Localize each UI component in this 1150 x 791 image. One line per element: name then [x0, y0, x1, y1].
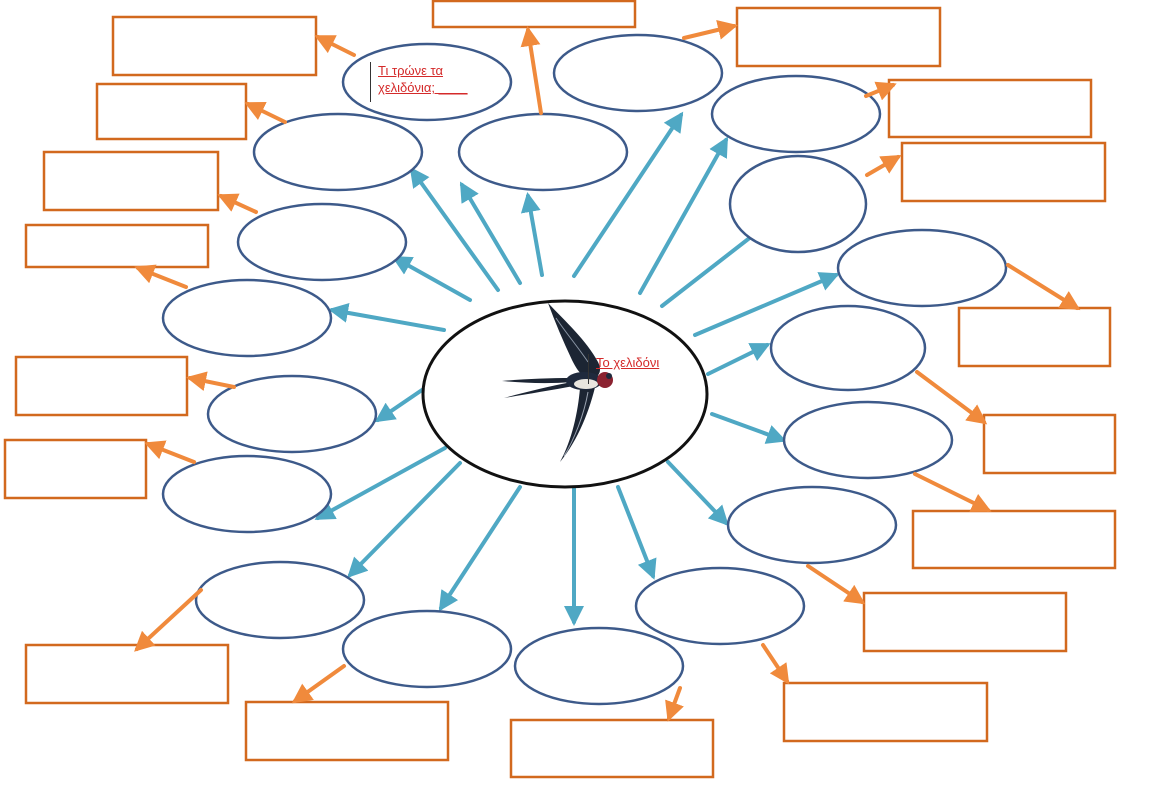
answer-box	[509, 718, 715, 779]
answer-box	[982, 413, 1117, 475]
idea-ellipse	[341, 609, 513, 689]
idea-ellipse	[236, 202, 408, 282]
box-arrows	[134, 20, 1081, 722]
idea-ellipse	[769, 304, 927, 392]
answer-box	[782, 681, 989, 743]
answer-box	[735, 6, 942, 68]
idea-ellipse	[194, 560, 366, 640]
answer-box	[911, 509, 1117, 570]
answer-box	[900, 141, 1107, 203]
answer-boxes	[3, 0, 1117, 779]
answer-box	[95, 82, 248, 141]
answer-box	[111, 15, 318, 77]
answer-box	[14, 355, 189, 417]
answer-box	[957, 306, 1112, 368]
answer-box	[862, 591, 1068, 653]
idea-ellipse	[341, 42, 513, 122]
answer-box	[42, 150, 220, 212]
idea-ellipse	[206, 374, 378, 454]
idea-ellipse	[513, 626, 685, 706]
idea-ellipse	[726, 485, 898, 565]
idea-ellipse	[634, 566, 806, 646]
answer-box	[887, 78, 1093, 139]
text-cursor	[588, 354, 589, 384]
idea-ellipse	[161, 278, 333, 358]
idea-ellipse	[552, 33, 724, 113]
idea-ellipse	[728, 154, 868, 254]
question-label: Τι τρώνε τα χελιδόνια; ____	[378, 63, 468, 95]
answer-box	[24, 643, 230, 705]
center-ellipse	[421, 299, 709, 489]
idea-ellipse	[161, 454, 333, 534]
idea-ellipse	[836, 228, 1008, 308]
answer-box	[24, 223, 210, 269]
center-arrows	[314, 111, 840, 626]
answer-box	[244, 700, 450, 762]
idea-ellipse	[252, 112, 424, 192]
text-cursor	[370, 62, 371, 102]
idea-ellipse	[457, 112, 629, 192]
answer-box	[3, 438, 148, 500]
idea-ellipses	[161, 33, 1008, 706]
idea-ellipse	[782, 400, 954, 480]
idea-ellipse	[710, 74, 882, 154]
center-topic-label: Το χελιδόνι	[596, 355, 660, 370]
answer-box	[431, 0, 637, 29]
swallow-bird-icon	[502, 303, 613, 462]
